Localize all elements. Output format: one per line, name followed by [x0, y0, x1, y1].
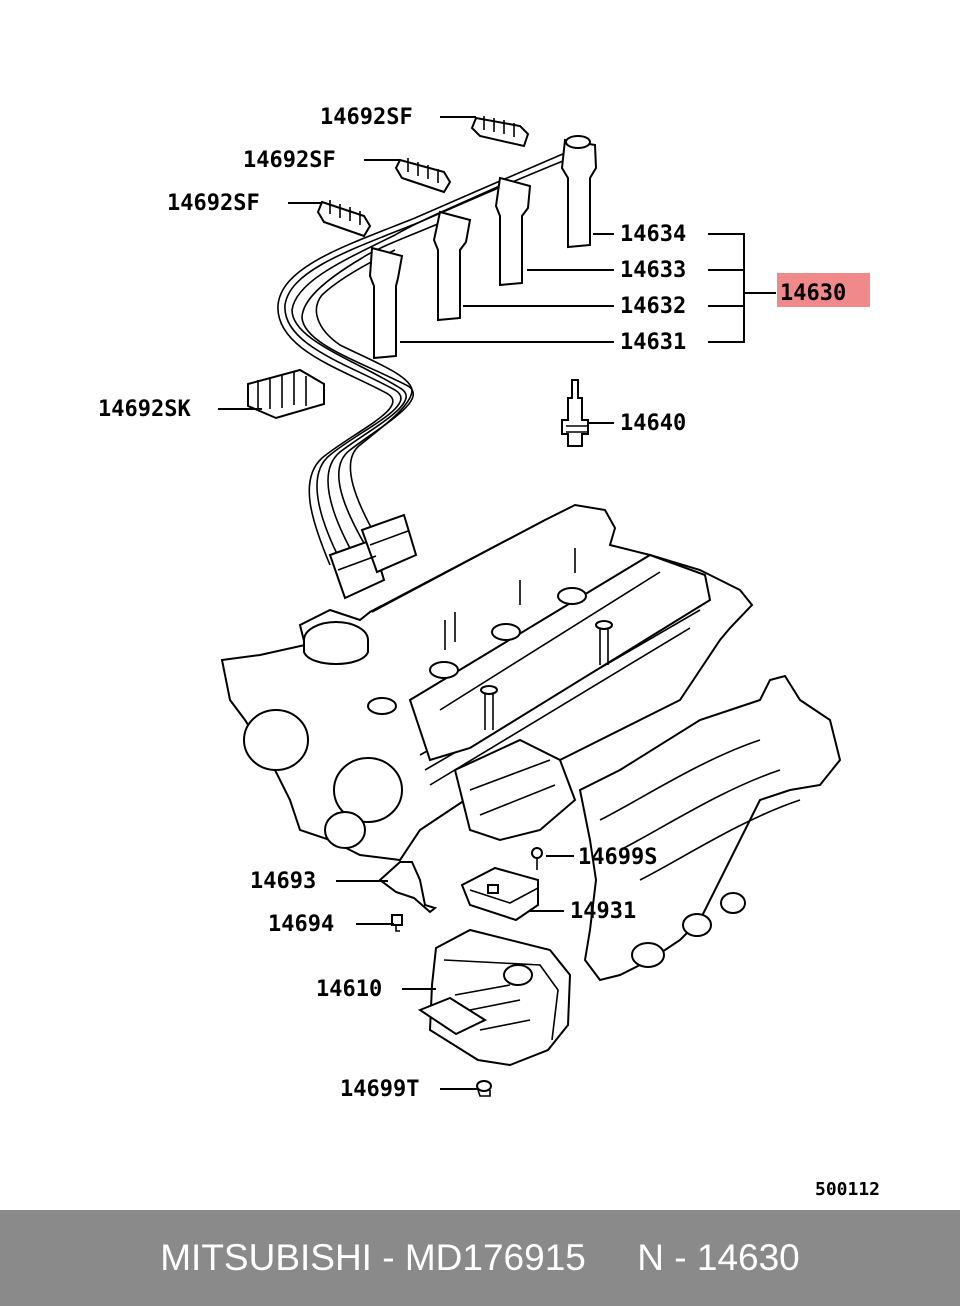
wire-holder-sk [247, 368, 325, 420]
parts-diagram: 14692SF 14692SF 14692SF 14634 14633 1463… [98, 105, 880, 1200]
leader-lines [218, 116, 776, 1090]
diagram-code: 500112 [815, 1179, 880, 1200]
callout-14692sf-1: 14692SF [320, 105, 413, 130]
callout-14699s: 14699S [578, 845, 657, 870]
ignition-module-14931 [460, 866, 539, 922]
wire-separator-clip-2 [394, 158, 452, 194]
spark-plug [561, 379, 589, 447]
part-number-text: MITSUBISHI - MD176915 [160, 1237, 586, 1278]
footer-bar: MITSUBISHI - MD176915 N - 14630 [0, 1210, 960, 1306]
callout-14692sf-3: 14692SF [167, 191, 260, 216]
callout-14931: 14931 [570, 899, 636, 924]
callout-14634: 14634 [620, 222, 686, 247]
bolt-14694 [391, 914, 403, 932]
wire-separator-clip-3 [316, 200, 372, 238]
wire-separator-clip-1 [470, 116, 530, 148]
callout-14632: 14632 [620, 294, 686, 319]
callout-14694: 14694 [268, 912, 334, 937]
footer-gap [586, 1237, 637, 1279]
bolt-14699s [531, 847, 543, 870]
callout-14630: 14630 [780, 281, 846, 306]
callout-14633: 14633 [620, 258, 686, 283]
callout-14640: 14640 [620, 411, 686, 436]
callout-14692sk: 14692SK [98, 397, 191, 422]
intake-manifold [453, 674, 842, 982]
engine-assembly [220, 503, 754, 862]
ignition-coil-14610 [417, 928, 572, 1067]
bolt-14699t [476, 1080, 492, 1097]
reference-number-text: N - 14630 [637, 1237, 800, 1278]
callout-14631: 14631 [620, 330, 686, 355]
callout-14693: 14693 [250, 869, 316, 894]
callout-14699t: 14699T [340, 1077, 419, 1102]
callout-14610: 14610 [316, 977, 382, 1002]
highlight-box [777, 273, 870, 307]
callout-14692sf-2: 14692SF [243, 148, 336, 173]
ignition-cables [277, 135, 598, 600]
sensor-bracket [378, 861, 438, 914]
